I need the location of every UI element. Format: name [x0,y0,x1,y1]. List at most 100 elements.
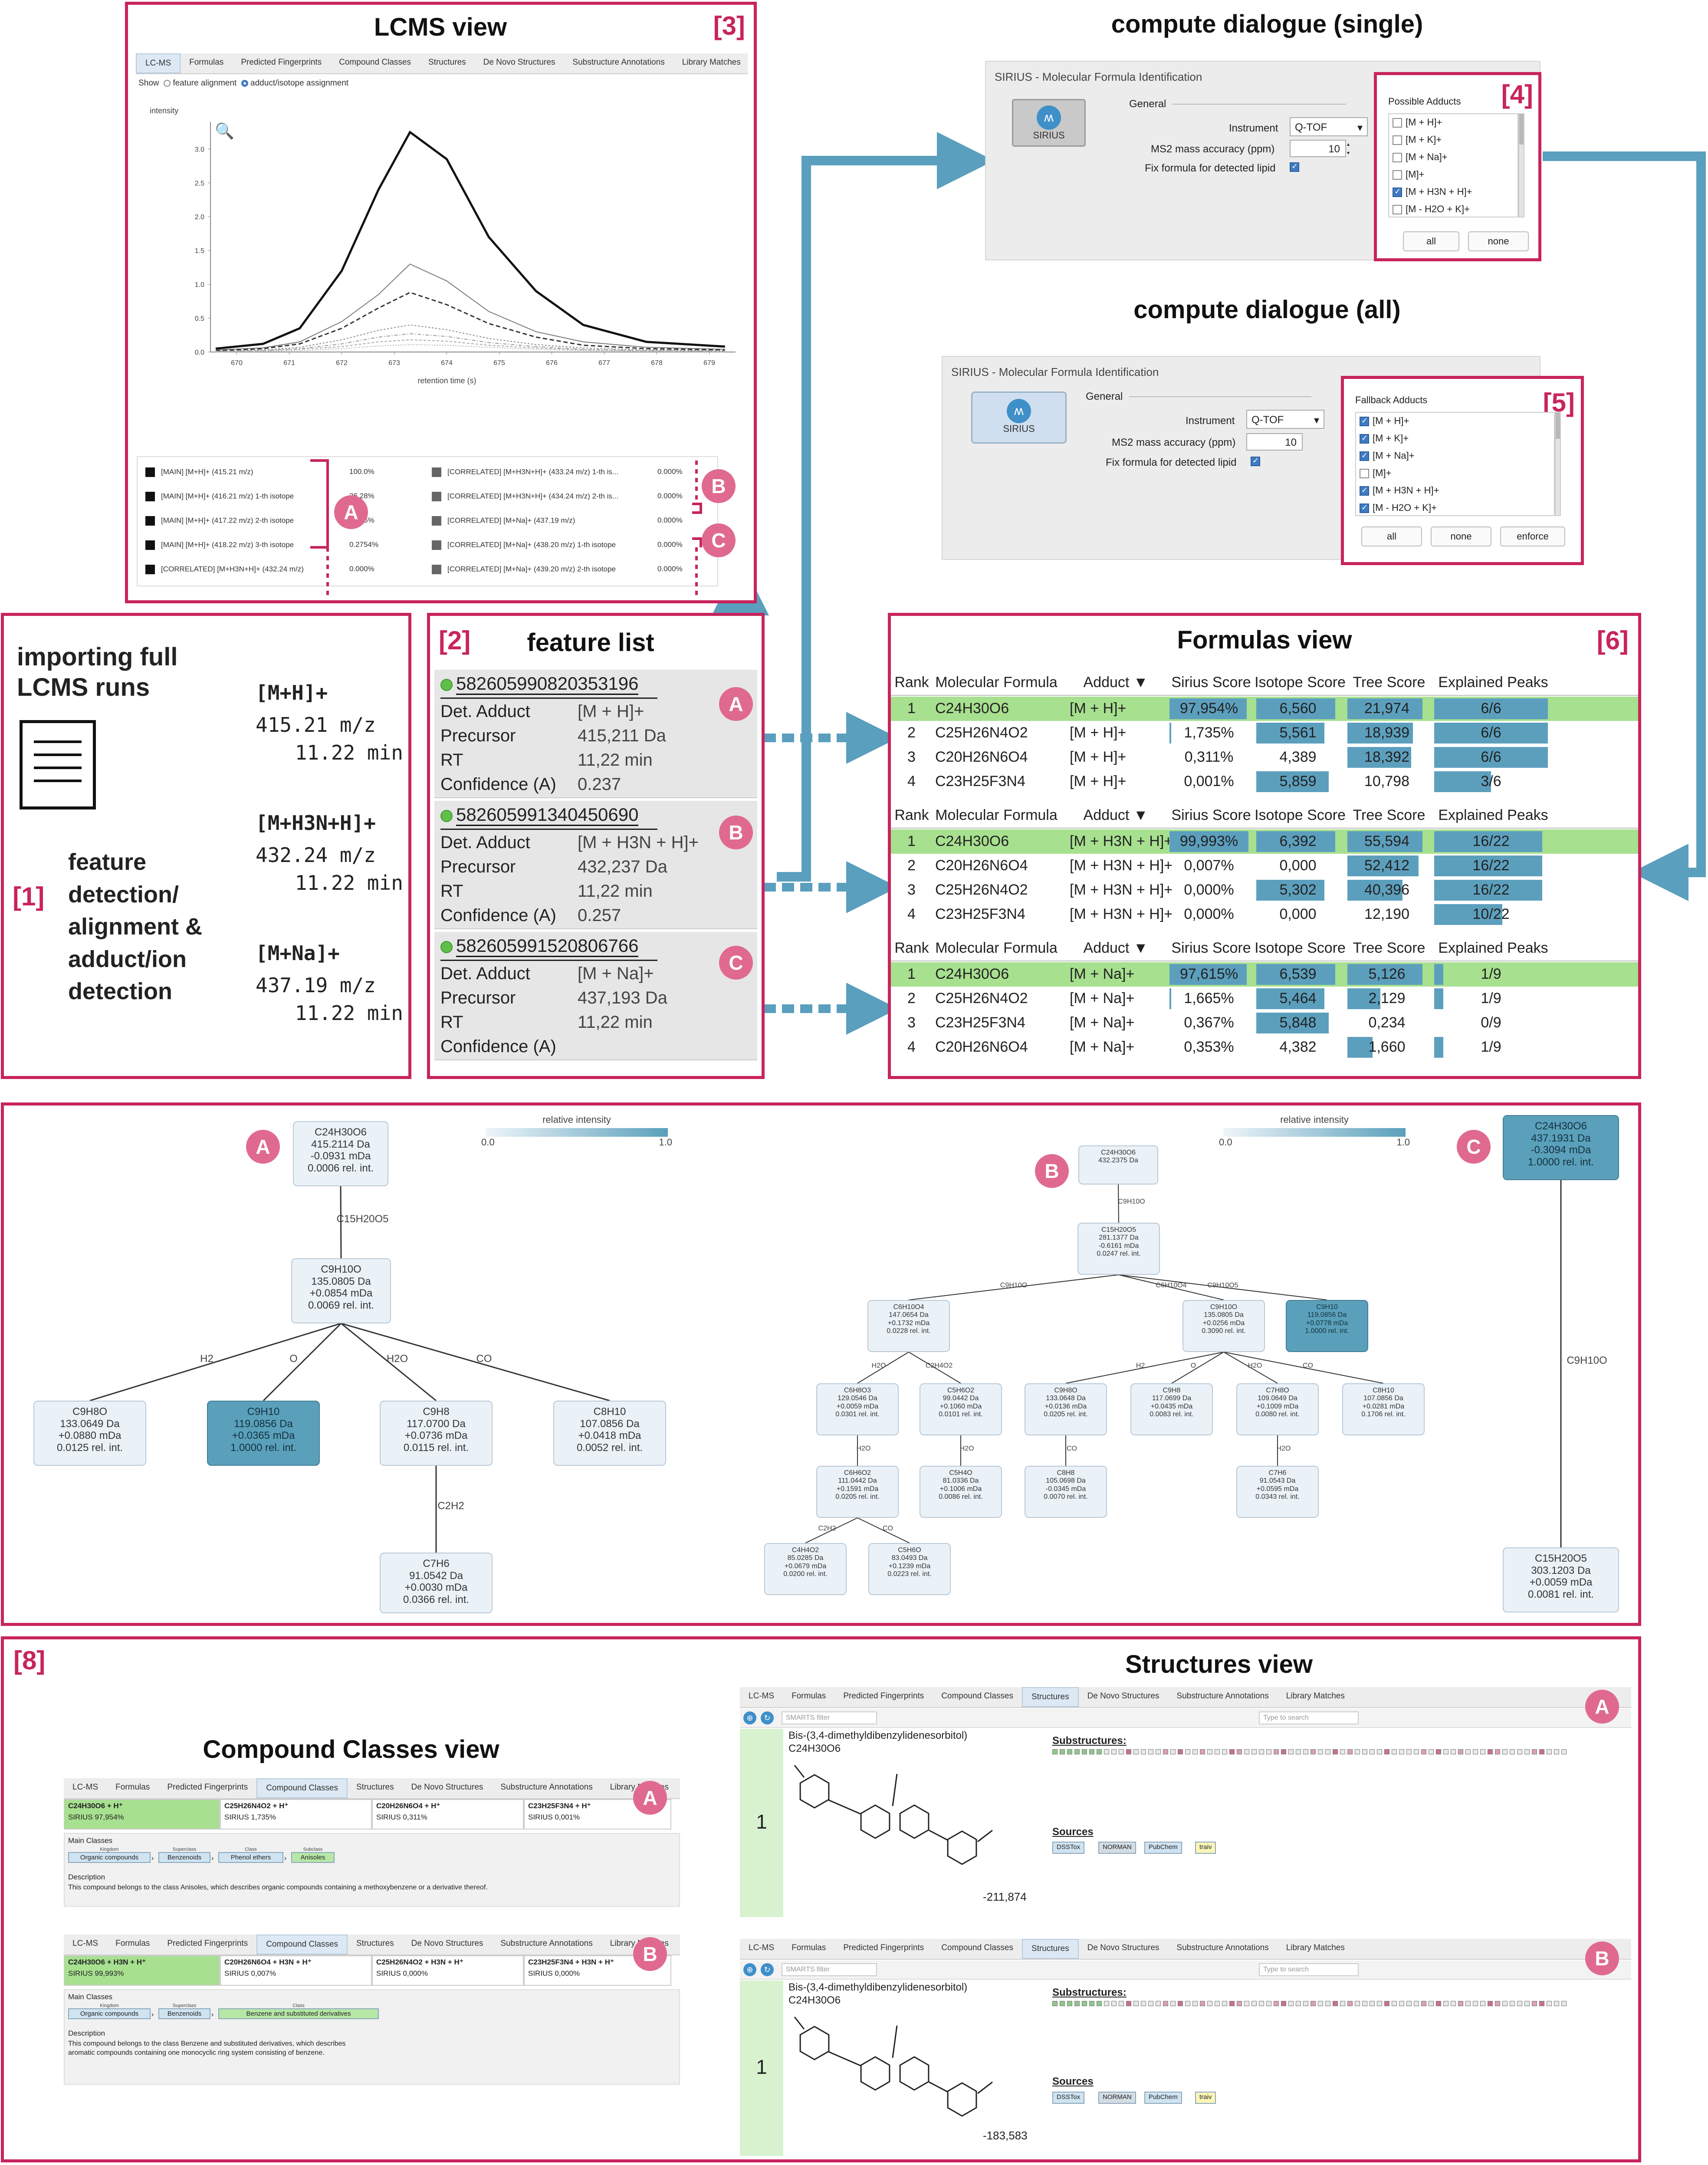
cc-tab[interactable]: Compound Classes [256,1778,348,1798]
fingerprint-cell[interactable] [1510,2001,1515,2006]
fingerprint-cell[interactable] [1104,1749,1109,1754]
st-tab[interactable]: Substructure Annotations [1176,1943,1269,1952]
adducts-scrollbar[interactable] [1518,113,1524,217]
adduct-checkbox[interactable] [1360,469,1369,479]
st-tab[interactable]: Predicted Fingerprints [843,1943,924,1952]
source-badge[interactable]: traiv [1195,1842,1216,1854]
tab-formulas[interactable]: Formulas [189,58,224,67]
cc-tab[interactable]: Predicted Fingerprints [167,1939,248,1948]
fingerprint-cell[interactable] [1502,2001,1508,2006]
fingerprint-cell[interactable] [1451,1749,1456,1754]
fingerprint-cell[interactable] [1126,1749,1131,1754]
formulas-header-cell[interactable]: Rank [894,807,929,823]
fingerprint-cell[interactable] [1465,2001,1471,2006]
st-tab[interactable]: Structures [1022,1939,1079,1959]
adduct-checkbox[interactable] [1360,416,1369,427]
fingerprint-cell[interactable] [1488,1749,1493,1754]
formulas-header-cell[interactable]: Molecular Formula [935,674,1058,691]
fingerprint-cell[interactable] [1340,1749,1345,1754]
fingerprint-cell[interactable] [1281,1749,1286,1754]
cc-tab[interactable]: Compound Classes [256,1935,348,1954]
fingerprint-cell[interactable] [1458,1749,1463,1754]
fingerprint-cell[interactable] [1303,2001,1308,2006]
fingerprint-cell[interactable] [1185,1749,1190,1754]
fingerprint-cell[interactable] [1561,2001,1567,2006]
fingerprint-cell[interactable] [1510,1749,1515,1754]
fingerprint-cell[interactable] [1244,2001,1249,2006]
candidate-cell[interactable]: C24H30O6 + H3N + H⁺SIRIUS 99,993% [64,1955,220,1986]
fingerprint-cell[interactable] [1392,1749,1397,1754]
fingerprint-cell[interactable] [1458,2001,1463,2006]
fingerprint-cell[interactable] [1111,2001,1117,2006]
fingerprint-cell[interactable] [1333,2001,1338,2006]
formulas-header-cell[interactable]: Explained Peaks [1438,940,1548,956]
fingerprint-cell[interactable] [1451,2001,1456,2006]
fingerprint-cell[interactable] [1192,2001,1198,2006]
fingerprint-cell[interactable] [1296,1749,1301,1754]
zoom-icon[interactable]: 🔍 [215,122,234,140]
select-none-button[interactable]: none [1468,231,1529,251]
adduct-option[interactable]: [M + H]+ [1393,117,1442,128]
radio-adduct-icon[interactable] [241,79,248,87]
fingerprint-cell[interactable] [1370,1749,1375,1754]
fingerprint-cell[interactable] [1052,1749,1058,1754]
ms2-input-all[interactable]: 10 [1246,433,1303,451]
fingerprint-cell[interactable] [1141,1749,1146,1754]
source-badge[interactable]: PubChem [1144,1842,1182,1854]
fingerprint-cell[interactable] [1532,2001,1537,2006]
formulas-header-cell[interactable]: Sirius Score [1171,674,1251,691]
fingerprint-cell[interactable] [1429,1749,1434,1754]
fallback-none-button[interactable]: none [1431,526,1491,546]
formulas-header-cell[interactable]: Isotope Score [1255,940,1346,956]
fingerprint-cell[interactable] [1229,1749,1235,1754]
radio-alignment-icon[interactable] [164,79,171,87]
adduct-checkbox[interactable] [1360,486,1369,496]
adduct-checkbox[interactable] [1393,205,1402,215]
fingerprint-cell[interactable] [1148,1749,1153,1754]
adduct-option[interactable]: [M + K]+ [1393,134,1442,145]
fingerprint-cell[interactable] [1414,1749,1419,1754]
fingerprint-cell[interactable] [1222,2001,1227,2006]
fingerprint-cell[interactable] [1266,1749,1271,1754]
fingerprint-cell[interactable] [1170,2001,1176,2006]
fingerprint-cell[interactable] [1281,2001,1286,2006]
formulas-header-cell[interactable]: Sirius Score [1171,940,1251,956]
fingerprint-cell[interactable] [1473,1749,1478,1754]
st-tab[interactable]: Structures [1022,1687,1079,1707]
fingerprint-cell[interactable] [1163,2001,1168,2006]
filter-icon[interactable]: ⊕ [743,1963,756,1976]
fingerprint-cell[interactable] [1163,1749,1168,1754]
fingerprint-cell[interactable] [1318,1749,1323,1754]
fingerprint-cell[interactable] [1111,1749,1117,1754]
adduct-option[interactable]: [M + K]+ [1360,433,1409,444]
fingerprint-cell[interactable] [1141,2001,1146,2006]
fingerprint-cell[interactable] [1547,1749,1552,1754]
fingerprint-cell[interactable] [1377,1749,1382,1754]
fingerprint-cell[interactable] [1215,2001,1220,2006]
fingerprint-cell[interactable] [1443,1749,1449,1754]
reset-icon[interactable]: ↻ [761,1711,774,1724]
tab-library[interactable]: Library Matches [682,58,741,67]
adduct-option[interactable]: [M + H]+ [1360,415,1409,427]
fingerprint-cell[interactable] [1266,2001,1271,2006]
formulas-header-cell[interactable]: Tree Score [1353,807,1426,823]
fingerprint-cell[interactable] [1288,2001,1294,2006]
adduct-checkbox[interactable] [1393,135,1402,145]
st-tab[interactable]: Substructure Annotations [1176,1691,1269,1701]
cc-tab[interactable]: Formulas [115,1939,150,1948]
fingerprint-cell[interactable] [1052,2001,1058,2006]
